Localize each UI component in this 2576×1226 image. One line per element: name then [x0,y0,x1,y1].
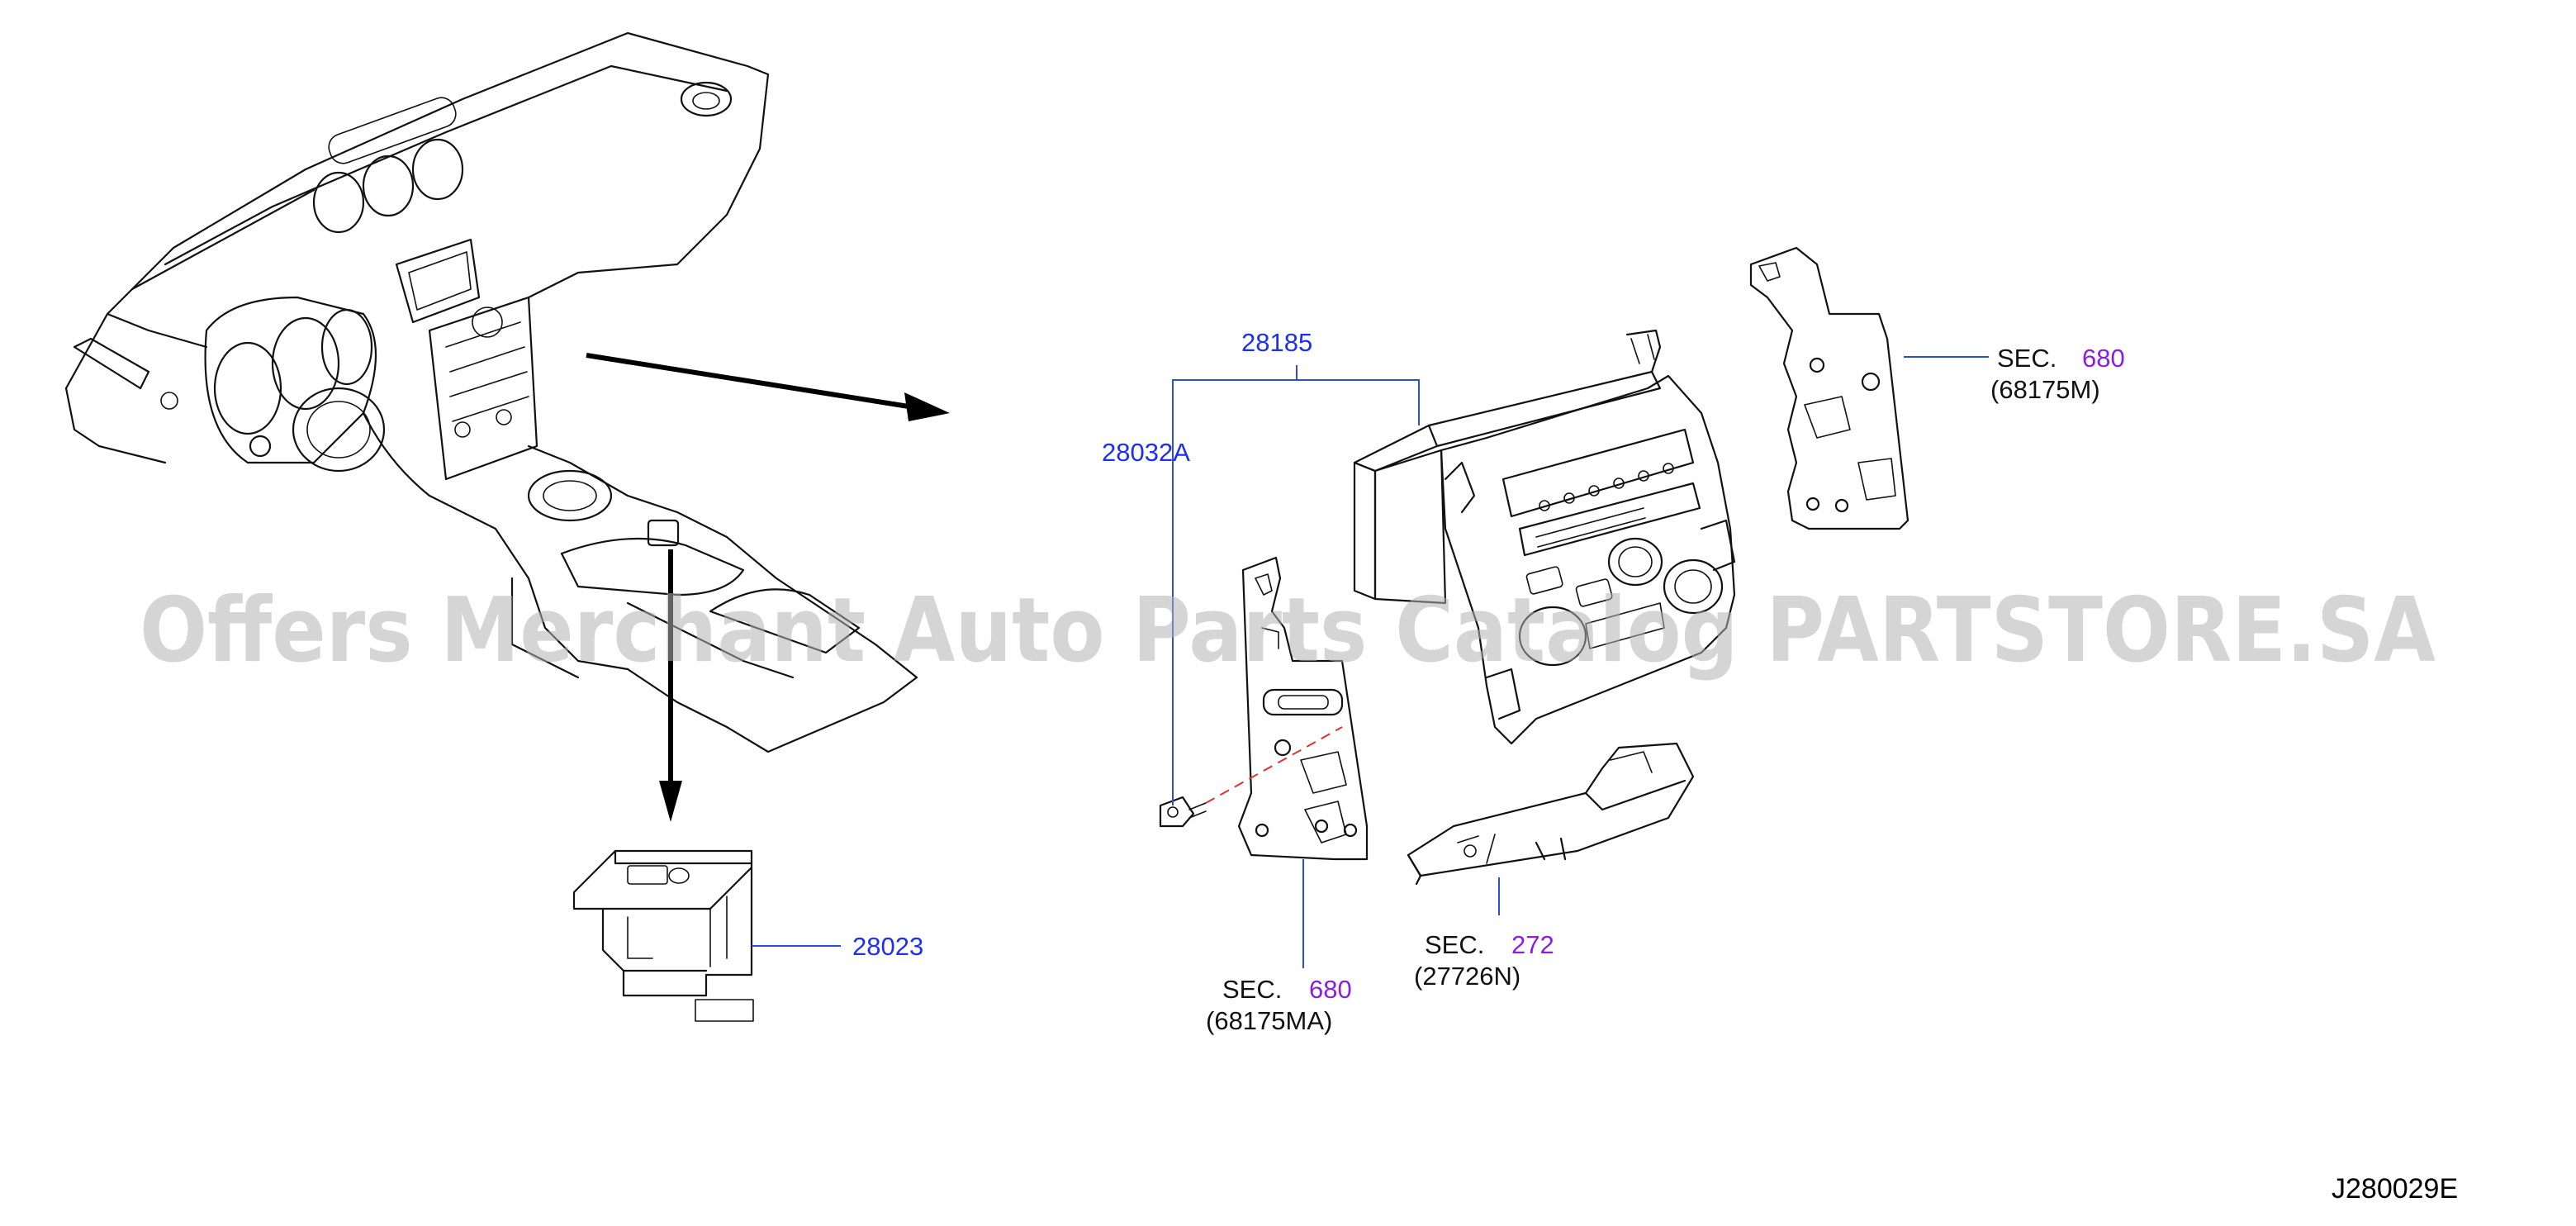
sec272-number: 272 [1511,930,1554,959]
label-28185: 28185 [1241,328,1312,357]
part-28023-drawing [572,849,754,1022]
audio-unit-28185-drawing [1353,329,1736,745]
leader-28185 [1172,365,1420,805]
sec272-part: (27726N) [1414,962,1520,991]
sec680-right-number: 680 [2082,344,2125,373]
module-27726N-drawing [1407,742,1695,886]
sec272-prefix: SEC. [1425,930,1484,959]
sec680-bottom-part: (68175MA) [1206,1006,1332,1035]
callout-arrows [586,353,950,822]
watermark-text: Offers Merchant Auto Parts Catalog PARTS… [140,579,2436,682]
sec680-right-part: (68175M) [1990,375,2100,404]
label-28023: 28023 [852,932,923,961]
label-28032A: 28032A [1102,438,1190,467]
screw-28032A-drawing [1159,726,1343,828]
bracket-68175MA-drawing [1237,556,1369,861]
dashboard-overview-drawing [64,31,918,753]
sec680-bottom-prefix: SEC. [1222,975,1282,1004]
diagram-code: J280029E [2332,1173,2458,1205]
sec680-right-prefix: SEC. [1997,344,2057,373]
sec680-bottom-number: 680 [1309,975,1352,1004]
bracket-68175M-drawing [1749,246,1909,530]
